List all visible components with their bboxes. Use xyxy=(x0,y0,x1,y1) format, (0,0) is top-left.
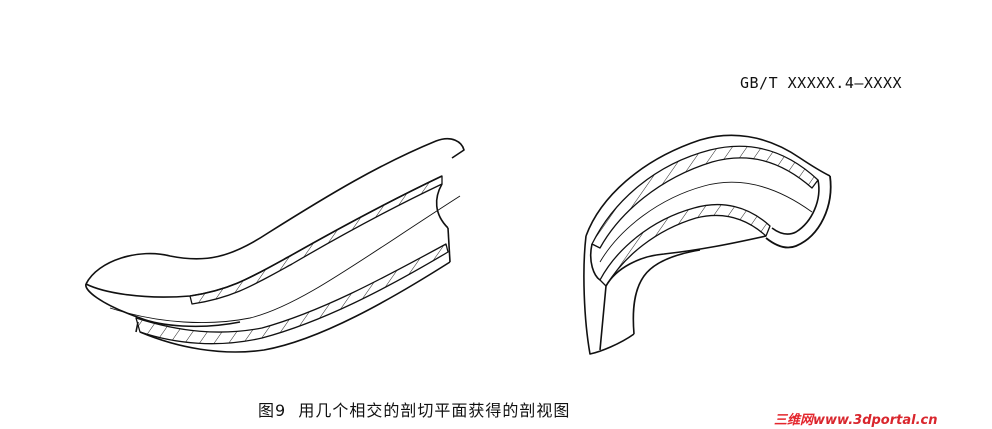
right-leg-edge xyxy=(599,285,607,351)
left-end-face xyxy=(447,227,451,263)
left-lower-outer-edge xyxy=(85,283,241,328)
watermark-site: www.3dportal.cn xyxy=(813,413,938,428)
right-inner-curve xyxy=(589,243,601,281)
left-center-line xyxy=(109,195,461,323)
right-center-line xyxy=(599,181,813,263)
watermark[interactable]: 三维网www.3dportal.cn xyxy=(774,409,938,428)
right-leg-outer xyxy=(583,235,635,355)
figure-caption: 图9 用几个相交的剖切平面获得的剖视图 xyxy=(258,401,571,420)
left-upper-wall-section xyxy=(189,175,443,305)
standard-code: GB/T XXXXX.4—XXXX xyxy=(740,74,903,92)
right-end-face-inner xyxy=(771,179,820,235)
right-leg-front xyxy=(632,249,701,335)
left-outer-top-surface xyxy=(85,137,465,285)
left-lower-wall-section xyxy=(135,243,449,345)
right-lower-wall-section xyxy=(599,203,771,287)
right-end-face xyxy=(765,175,832,249)
watermark-prefix: 三维网 xyxy=(774,413,814,428)
left-lower-outer-front xyxy=(139,261,451,353)
section-view-left xyxy=(85,137,465,353)
right-outer-surface xyxy=(585,134,831,237)
right-upper-wall-section xyxy=(591,145,819,249)
right-leg-inner xyxy=(605,235,767,287)
left-bore-end xyxy=(435,183,449,229)
section-view-right xyxy=(583,134,832,355)
